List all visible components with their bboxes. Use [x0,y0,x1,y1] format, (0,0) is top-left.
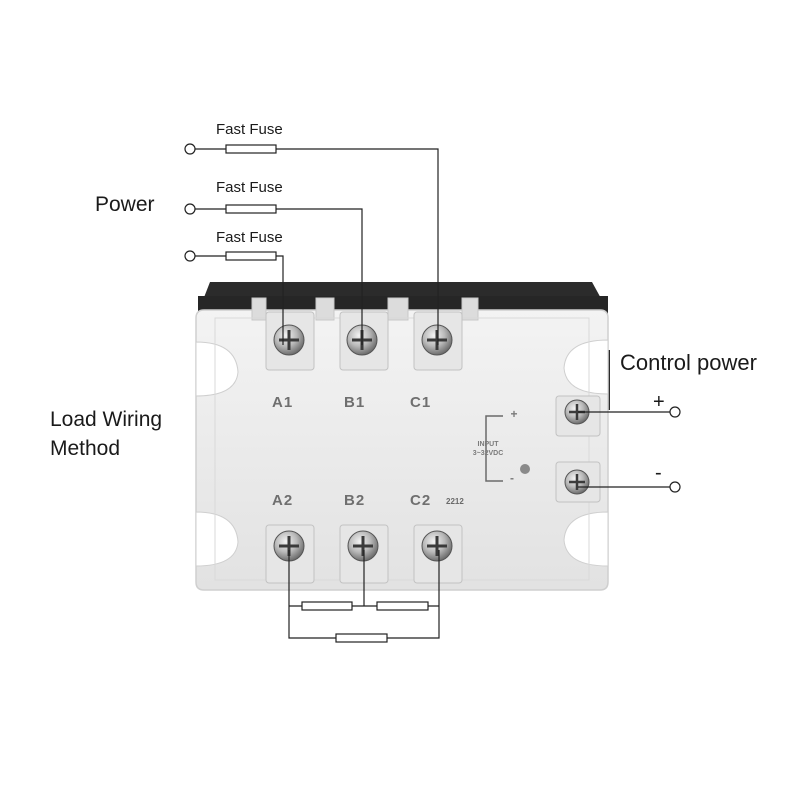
control-power-label: Control power [620,350,757,375]
load-wiring-label-line1: Load Wiring [50,408,163,431]
load-wiring [288,550,440,643]
input-text-line1: INPUT [477,441,499,448]
fast-fuse-label-1: Fast Fuse [216,121,283,138]
screw-c1 [421,324,453,356]
input-text-line2: 3~32VDC [472,450,504,457]
minus-sign-label: - [655,462,662,484]
screw-control-minus [564,469,590,495]
terminal-label-c1: C1 [410,394,432,411]
terminal-label-a2: A2 [272,492,294,509]
relay-cover [195,297,609,591]
screw-c2 [421,530,453,562]
terminal-label-b2: B2 [344,492,366,509]
screw-a1 [273,324,305,356]
fast-fuse-label-2: Fast Fuse [216,179,283,196]
terminal-label-a1: A1 [272,394,294,411]
fast-fuse-label-3: Fast Fuse [216,229,283,246]
control-wiring [578,406,681,493]
load-wiring-label-line2: Method [50,437,121,460]
model-code: 2212 [446,497,464,506]
input-minus-mark: - [510,471,514,485]
power-wiring [184,143,439,345]
plus-sign-label: + [653,391,665,413]
input-bracket [485,415,530,482]
screw-control-plus [564,399,590,425]
terminal-label-b1: B1 [344,394,366,411]
terminal-label-c2: C2 [410,492,432,509]
power-label: Power [95,193,155,216]
input-plus-mark: + [510,407,518,421]
screw-b2 [347,530,379,562]
